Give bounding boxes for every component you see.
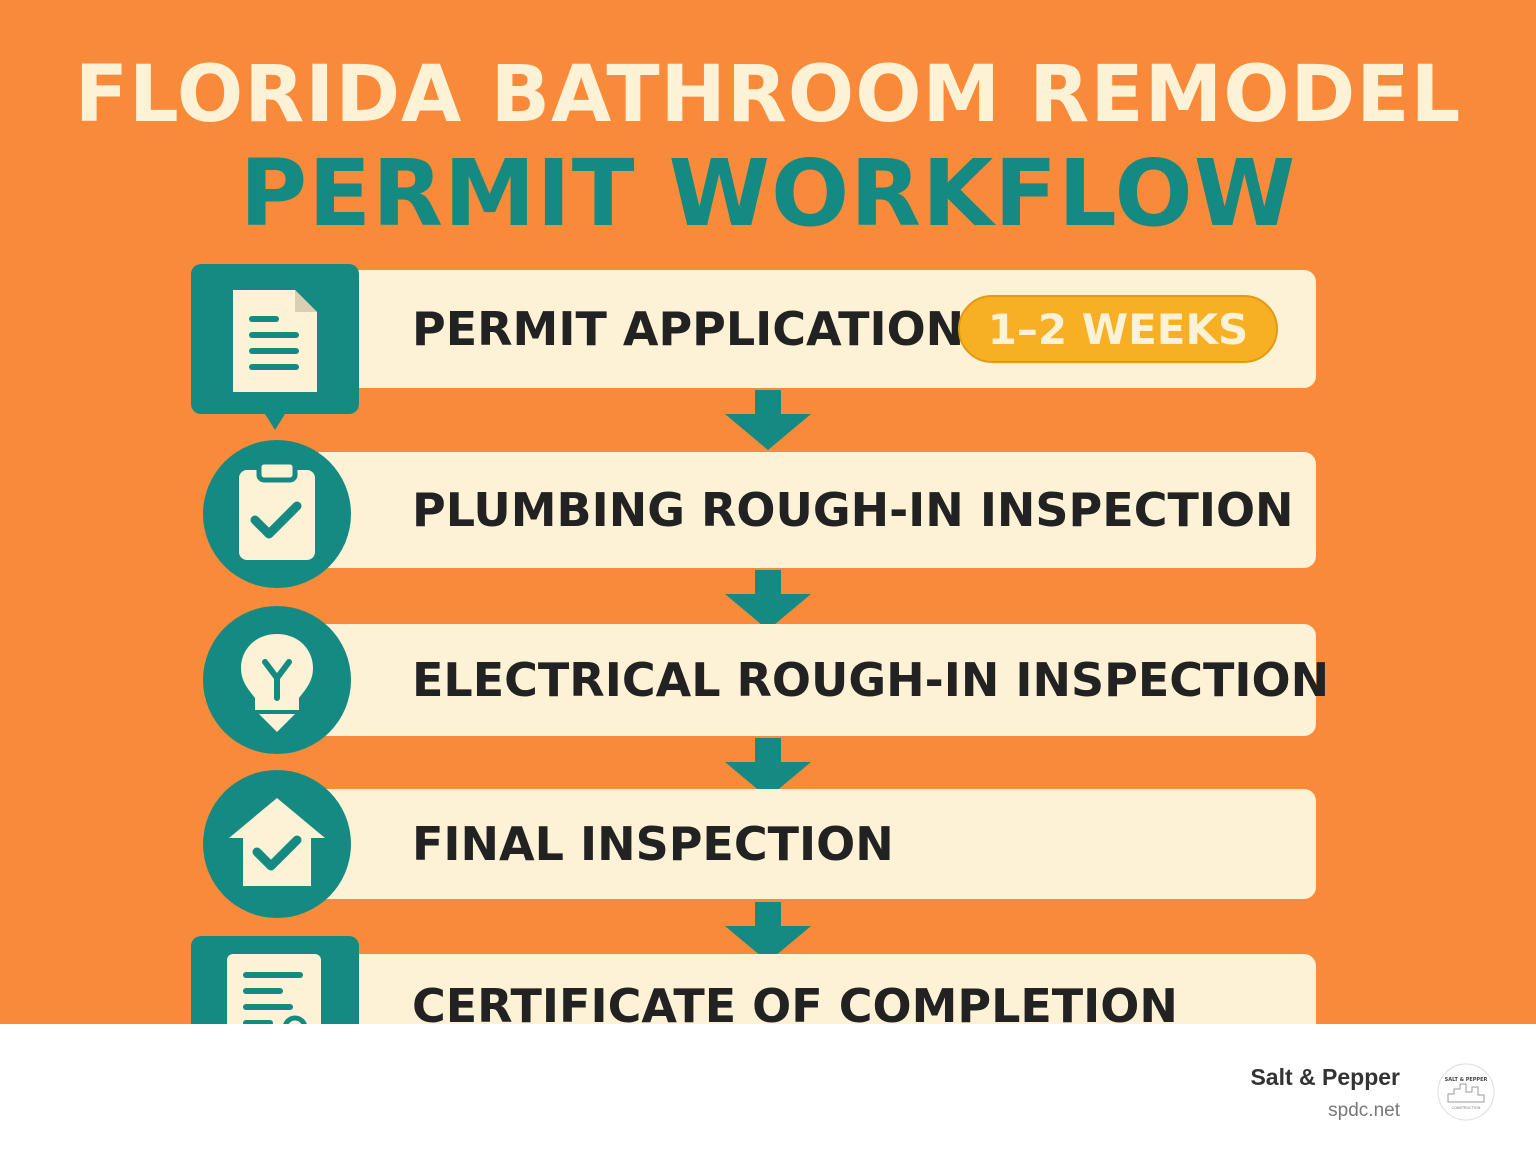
step-label: ELECTRICAL ROUGH-IN INSPECTION (412, 653, 1330, 707)
lightbulb-icon (203, 606, 351, 754)
step-permit-application: PERMIT APPLICATION 1–2 WEEKS (308, 270, 1316, 388)
title-line-2: PERMIT WORKFLOW (239, 140, 1297, 247)
step-label: PERMIT APPLICATION (412, 302, 965, 356)
step-label: CERTIFICATE OF COMPLETION (412, 979, 1178, 1024)
down-arrow-icon (725, 738, 811, 798)
document-icon (191, 264, 359, 430)
step-plumbing-inspection: PLUMBING ROUGH-IN INSPECTION (308, 452, 1316, 568)
house-check-icon (203, 770, 351, 918)
down-arrow-icon (725, 570, 811, 630)
logo-subtext: CONSTRUCTION (1452, 1106, 1481, 1110)
infographic-poster: FLORIDA BATHROOM REMODEL PERMIT WORKFLOW… (0, 0, 1536, 1024)
step-final-inspection: FINAL INSPECTION (308, 789, 1316, 899)
logo-text: SALT & PEPPER (1445, 1077, 1488, 1083)
duration-badge: 1–2 WEEKS (958, 295, 1278, 363)
logo-icon: SALT & PEPPER CONSTRUCTION (1437, 1063, 1495, 1121)
step-certificate-of-completion: CERTIFICATE OF COMPLETION (308, 954, 1316, 1024)
footer: Salt & Pepper spdc.net SALT & PEPPER CON… (0, 1024, 1536, 1154)
brand-name: Salt & Pepper (1250, 1064, 1400, 1090)
down-arrow-icon (725, 390, 811, 450)
title-line-1: FLORIDA BATHROOM REMODEL (74, 50, 1462, 140)
step-label: FINAL INSPECTION (412, 817, 894, 871)
clipboard-check-icon (203, 440, 351, 588)
brand-url[interactable]: spdc.net (1328, 1100, 1400, 1121)
step-label: PLUMBING ROUGH-IN INSPECTION (412, 483, 1294, 537)
certificate-icon (191, 936, 359, 1024)
step-electrical-inspection: ELECTRICAL ROUGH-IN INSPECTION (308, 624, 1329, 736)
down-arrow-icon (725, 902, 811, 962)
